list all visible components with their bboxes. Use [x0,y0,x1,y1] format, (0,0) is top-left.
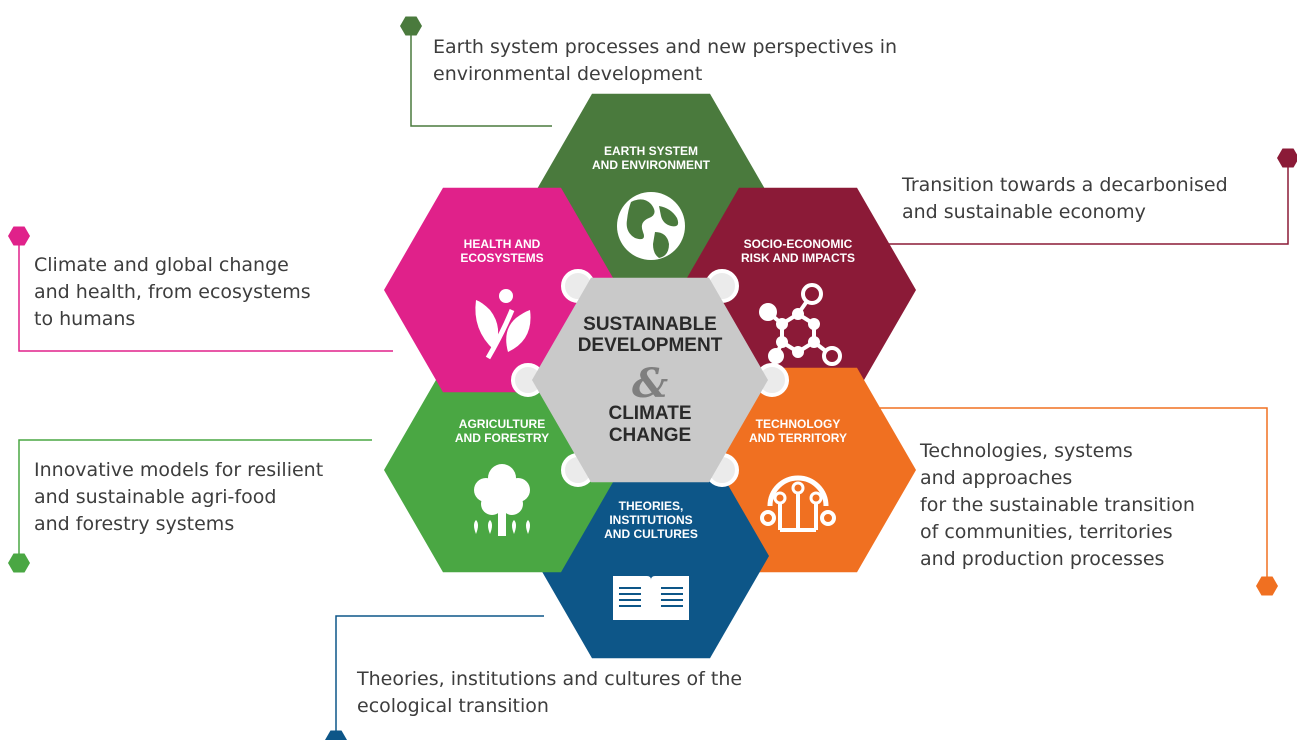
technology-title-line: TECHNOLOGY [756,417,841,431]
ampersand-symbol: & [632,360,668,407]
health-connector-line [18,242,393,352]
technology-description-line: and production processes [920,548,1165,570]
earth-title-line: EARTH SYSTEM [604,144,698,158]
person-leaf-icon [475,289,531,360]
theories-connector-line [335,615,544,735]
earth-description-line: Earth system processes and new perspecti… [433,36,898,58]
health-connector-marker [8,226,30,246]
technology-description-line: Technologies, systems [920,440,1133,462]
agriculture-connector-line [18,439,372,557]
theories-description-line: Theories, institutions and cultures of t… [357,668,743,690]
technology-description: Technologies, systems and approaches for… [920,438,1195,573]
socio-connector-line [886,163,1289,245]
health-description-line: and health, from ecosystems [34,281,311,303]
socio-description: Transition towards a decarbonised and su… [902,172,1228,226]
earth-description: Earth system processes and new perspecti… [433,34,897,88]
theories-connector-marker [325,730,347,740]
molecule-network-icon [759,283,842,366]
circuit-tree-icon [760,475,836,532]
open-book-icon [613,576,689,620]
technology-title-line: AND TERRITORY [749,431,847,445]
agriculture-connector-marker [8,553,30,573]
socio-title-line: RISK AND IMPACTS [741,251,855,265]
earth-connector-marker [400,16,422,36]
socio-connector-marker [1277,148,1297,168]
theories-title-line: THEORIES, [619,499,684,513]
center-title-line-2: DEVELOPMENT [578,335,723,356]
agriculture-title-line: AND FORESTRY [455,431,549,445]
technology-description-line: of communities, territories [920,521,1173,543]
globe-icon [617,192,685,260]
health-description-line: Climate and global change [34,254,289,276]
agriculture-description-line: and sustainable agri-food [34,486,277,508]
health-description-line: to humans [34,308,136,330]
socio-description-line: Transition towards a decarbonised [902,174,1228,196]
technology-connector-marker [1256,576,1278,596]
agriculture-title-line: AGRICULTURE [459,417,545,431]
theories-title-line: INSTITUTIONS [609,513,692,527]
theories-description: Theories, institutions and cultures of t… [357,666,742,720]
earth-description-line: environmental development [433,63,703,85]
center-hexagon-shape [532,277,768,483]
socio-title-line: SOCIO-ECONOMIC [744,237,853,251]
connector-lines [8,16,1297,740]
health-title-line: HEALTH AND [464,237,541,251]
earth-title-line: AND ENVIRONMENT [592,158,711,172]
center-title-line-3: CLIMATE [608,403,691,424]
technology-connector-line [878,407,1268,580]
center-hexagon: SUSTAINABLE DEVELOPMENT & CLIMATE CHANGE [532,277,768,483]
agriculture-description-line: and forestry systems [34,513,235,535]
technology-description-line: and approaches [920,467,1073,489]
earth-connector-line [410,31,552,127]
agriculture-description: Innovative models for resilient and sust… [34,457,323,538]
theories-description-line: ecological transition [357,695,549,717]
theories-title-line: AND CULTURES [604,527,698,541]
agriculture-description-line: Innovative models for resilient [34,459,324,481]
socio-description-line: and sustainable economy [902,201,1146,223]
center-title-line-1: SUSTAINABLE [583,314,717,335]
health-description: Climate and global change and health, fr… [34,252,311,333]
center-title-line-4: CHANGE [609,425,691,446]
health-title-line: ECOSYSTEMS [460,251,543,265]
technology-description-line: for the sustainable transition [920,494,1195,516]
tree-icon [474,464,530,536]
